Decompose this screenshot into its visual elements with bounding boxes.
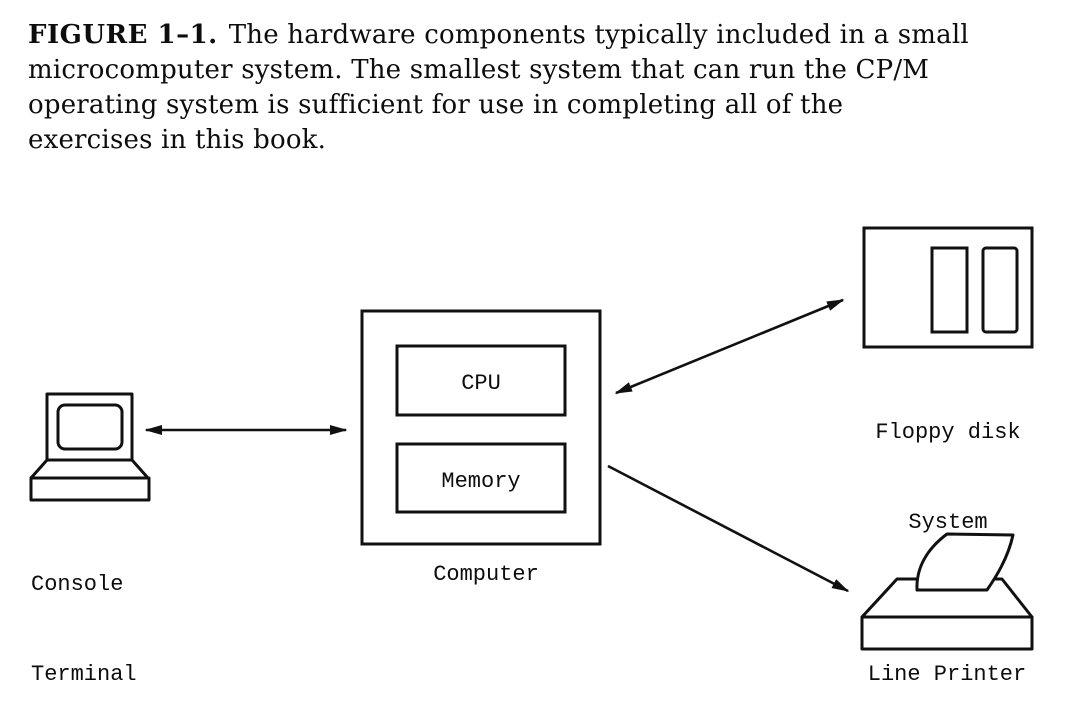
arrow-computer-floppy [614,298,845,395]
memory-box [395,442,567,514]
floppy-disk-label: Floppy disk System [864,358,1032,598]
arrow-computer-printer [607,464,850,593]
cpu-label: CPU [461,371,501,396]
line-printer-label: Line Printer [867,662,1027,687]
figure-caption: FIGURE 1–1. The hardware components typic… [28,18,1042,158]
caption-text-1: The hardware components typically includ… [228,20,969,50]
cpu-box [395,344,567,417]
caption-line-2: microcomputer system. The smallest syste… [28,55,930,85]
printer-paper [915,532,1015,592]
computer-box [360,309,602,546]
floppy-disk-icon [862,226,1034,349]
caption-line-3: operating system is sufficient for use i… [28,90,844,120]
console-terminal-icon [29,392,151,502]
console-terminal-label-line2: Terminal [31,662,137,687]
computer-label: Computer [433,562,539,587]
console-terminal-label-line1: Console [31,572,124,597]
memory-label: Memory [441,469,521,494]
caption-line-1: FIGURE 1–1. The hardware components typic… [28,18,1042,53]
floppy-disk-label-line2: System [908,510,988,535]
figure-number-label: FIGURE 1–1. [28,20,218,50]
console-terminal-label: Console Terminal [31,510,137,701]
caption-line-4: exercises in this book. [28,125,327,155]
line-printer-icon [860,532,1034,651]
floppy-disk-label-line1: Floppy disk [875,420,1021,445]
